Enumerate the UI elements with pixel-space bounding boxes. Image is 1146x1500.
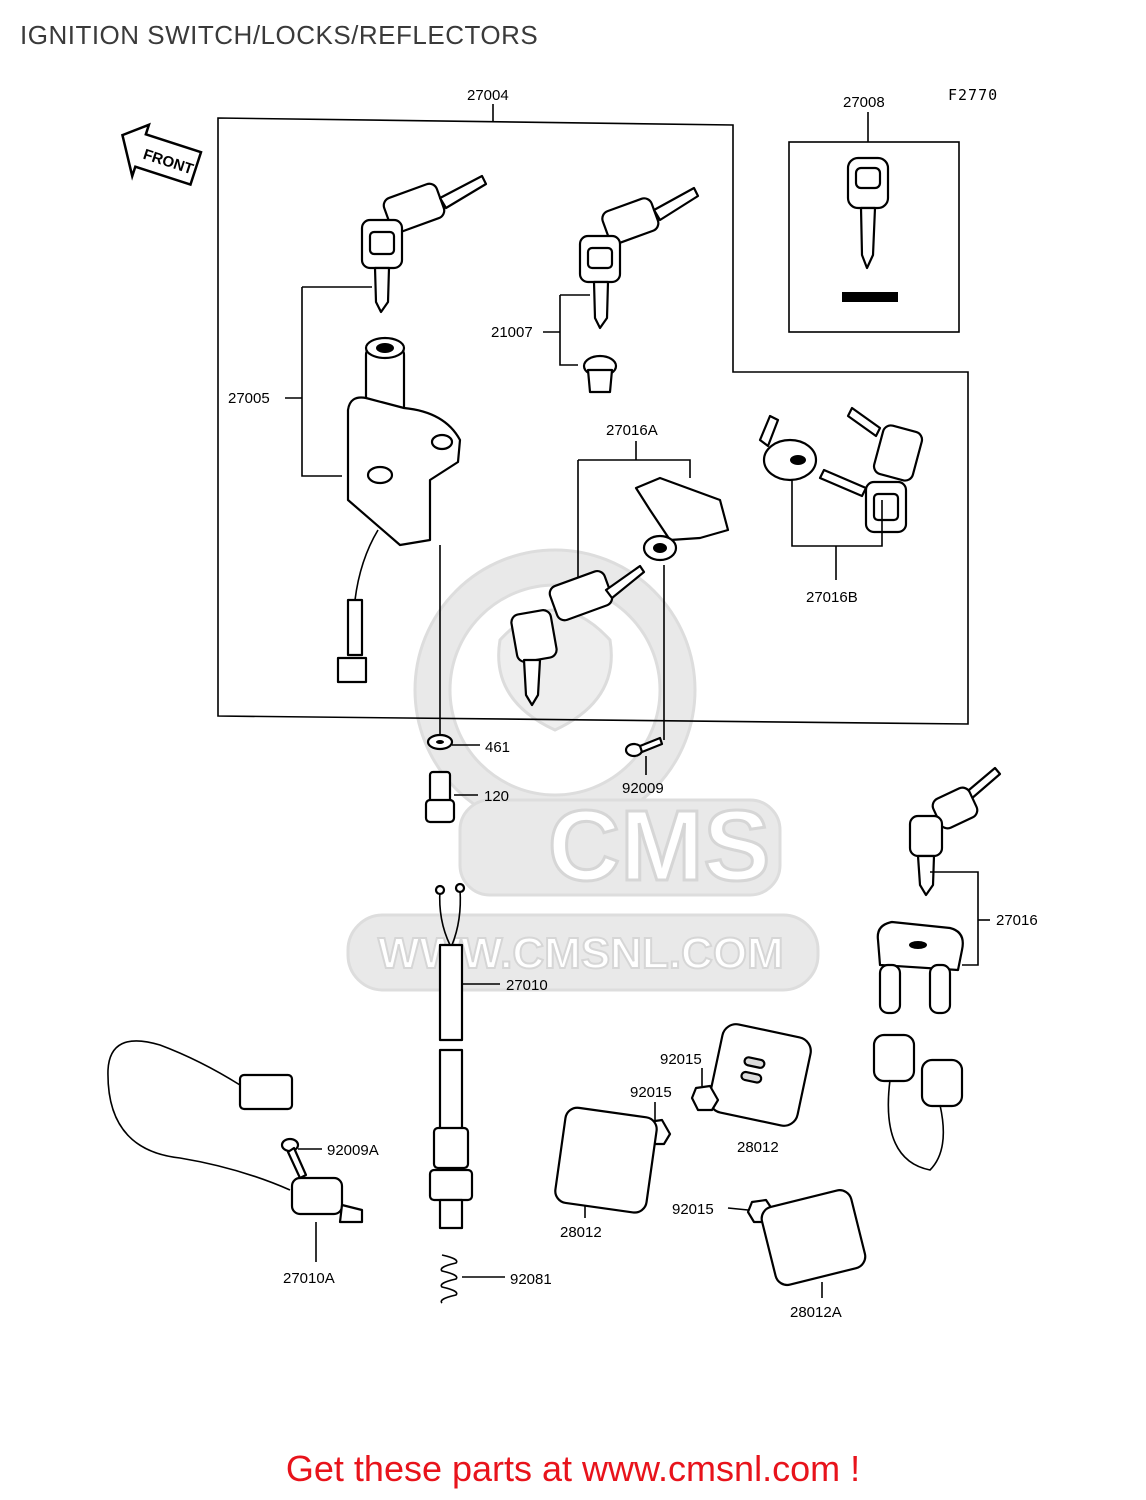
screw-92009A-icon [280,1137,308,1180]
reflector-upper-icon [708,1023,812,1127]
part-label-27008: 27008 [843,94,885,111]
page-title: IGNITION SWITCH/LOCKS/REFLECTORS [20,20,539,50]
front-arrow-icon: FRONT [120,122,203,187]
ignition-switch-icon [336,336,462,684]
part-label-92015-top: 92015 [660,1051,702,1068]
helmet-lock-keys-icon [818,406,924,534]
footer-cta[interactable]: Get these parts at www.cmsnl.com ! [285,1448,861,1489]
part-label-92081: 92081 [510,1271,552,1288]
seat-switch-icon [428,882,474,1230]
part-label-27016B: 27016B [806,589,858,606]
part-label-27004: 27004 [467,87,509,104]
side-stand-switch-icon [107,1040,364,1224]
part-label-92009: 92009 [622,780,664,797]
part-label-120: 120 [484,788,509,805]
washer-icon [426,733,454,751]
part-label-461: 461 [485,739,510,756]
screw-icon [624,736,664,758]
helmet-lock-icon [758,414,818,482]
chain-lock-icon [872,920,964,1171]
helmet-lock-keys-27016-icon [908,766,1002,897]
part-label-27016A: 27016A [606,422,658,439]
key-tag [842,292,898,302]
part-label-27016: 27016 [996,912,1038,929]
key-icon [846,156,890,270]
part-label-28012A: 28012A [790,1304,842,1321]
lock-cylinder-icon [582,354,618,394]
reflector-lower-right-icon [760,1189,867,1287]
part-label-27010A: 27010A [283,1270,335,1287]
part-label-21007: 21007 [491,324,533,341]
watermark-logo: CMS [548,790,770,902]
part-label-28012-lower: 28012 [560,1224,602,1241]
part-label-92015-lower: 92015 [672,1201,714,1218]
part-label-27005: 27005 [228,390,270,407]
figure-code: F2770 [948,86,998,104]
bolt-icon [424,770,456,824]
seat-lock-keys-icon [510,564,646,707]
seat-lock-icon [634,476,730,562]
part-label-27010: 27010 [506,977,548,994]
spring-icon [440,1254,458,1304]
part-label-92009A: 92009A [327,1142,379,1159]
key-box-27008 [788,141,960,333]
lock-keys-icon [578,186,700,330]
watermark: CMS WWW.CMSNL.COM [346,548,820,992]
set-outline-27004 [217,117,969,725]
ignition-keys-icon [360,174,488,314]
watermark-url: WWW.CMSNL.COM [378,929,784,978]
nut-upper-icon [690,1084,720,1112]
part-label-28012-upper: 28012 [737,1139,779,1156]
reflector-lower-left-icon [554,1106,658,1214]
part-label-92015-middle: 92015 [630,1084,672,1101]
